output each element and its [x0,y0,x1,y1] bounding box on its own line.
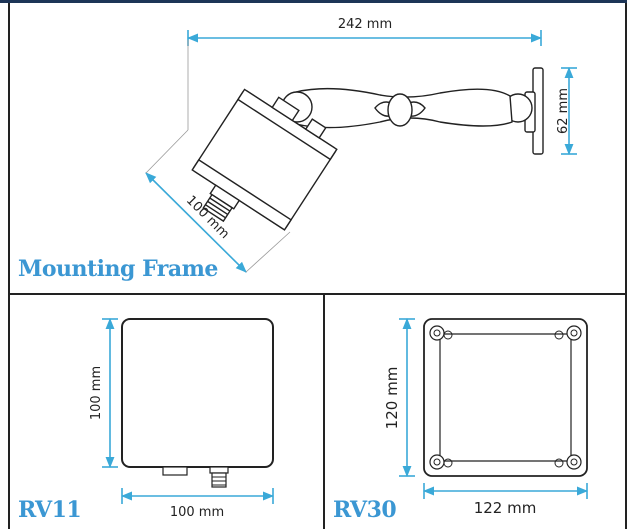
rv30-dimensions [399,317,589,499]
rv30-dim-label-width: 122 mm [474,499,537,517]
rv11-dimensions [102,317,275,504]
rv11-panel [8,295,324,529]
rv30-drawing [423,318,588,477]
dim-line-diagonal [145,172,247,273]
rv11-title: RV11 [18,497,82,523]
extension-lines [145,40,291,273]
rv30-dim-label-height: 120 mm [383,367,401,430]
mounting-frame-title: Mounting Frame [18,256,218,282]
mounting-frame-dimensions [145,30,577,273]
dim-label-height: 62 mm [556,88,571,134]
dim-label-width: 242 mm [338,17,392,32]
top-border-bar [0,0,627,3]
mounting-frame-drawing [191,67,544,231]
rv11-drawing [121,318,274,488]
rv30-panel [324,295,627,529]
rv11-dim-label-height: 100 mm [89,366,104,420]
mounting-frame-panel [8,3,627,295]
rv11-dim-label-width: 100 mm [170,505,224,520]
rv30-title: RV30 [333,497,397,523]
